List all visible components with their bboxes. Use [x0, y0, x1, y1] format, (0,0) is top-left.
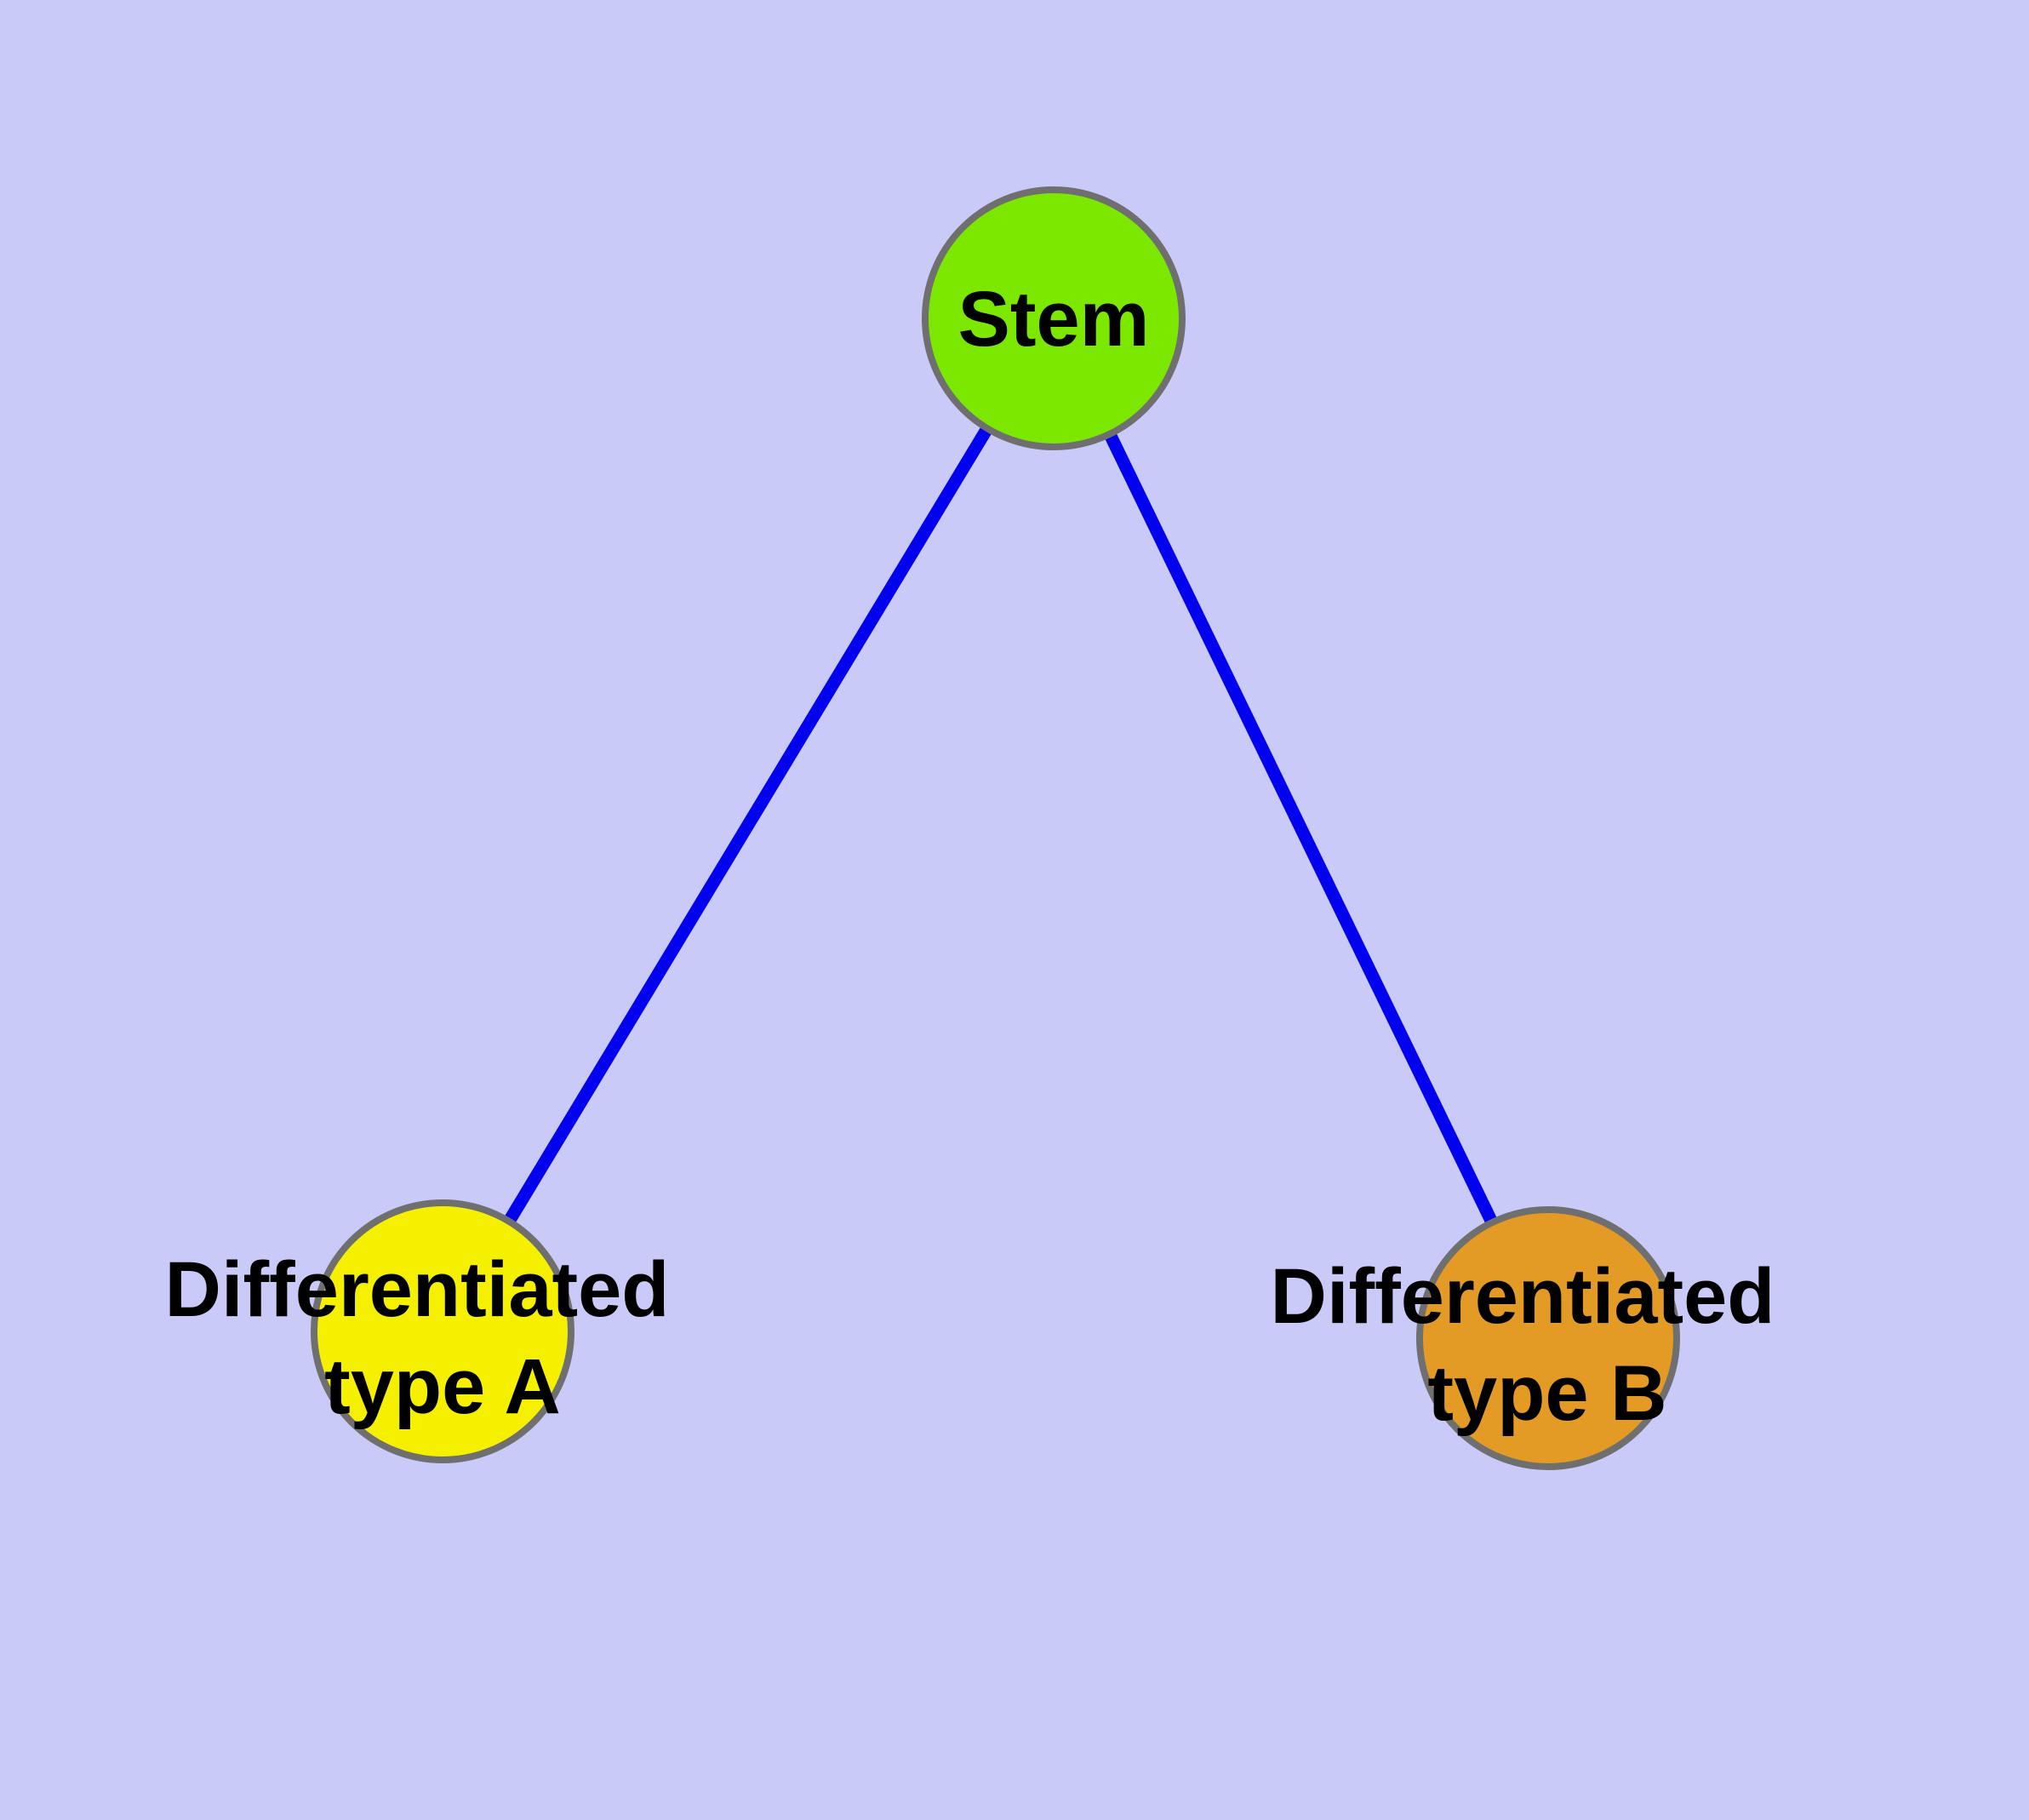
node-differentiated-type-a[interactable]: Differentiated type A	[165, 1199, 670, 1463]
node-type-b-label-line1: Differentiated	[1271, 1253, 1775, 1340]
edge-stem-to-type-b	[1048, 315, 1554, 1342]
node-type-a-label-line1: Differentiated	[165, 1246, 670, 1333]
node-type-a-circle[interactable]	[311, 1199, 574, 1463]
edge-stem-to-type-a	[437, 315, 1060, 1335]
node-type-b-circle[interactable]	[1416, 1206, 1680, 1470]
node-type-b-label-line2: type B	[1427, 1350, 1666, 1437]
node-differentiated-type-b[interactable]: Differentiated type B	[1271, 1206, 1775, 1470]
node-stem-label: Stem	[958, 276, 1150, 363]
node-stem-circle[interactable]	[922, 186, 1186, 450]
node-stem[interactable]: Stem	[922, 186, 1186, 450]
node-type-a-label-line2: type A	[324, 1343, 561, 1430]
